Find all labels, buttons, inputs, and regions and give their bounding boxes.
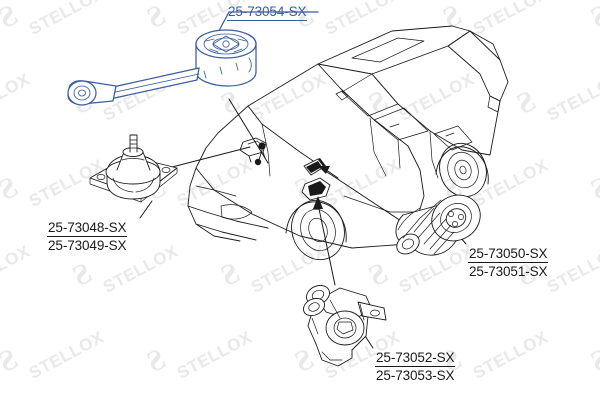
callout-label-25-73050: 25-73050-SX (468, 246, 549, 263)
leader-lines (139, 11, 467, 349)
callout-label-25-73049: 25-73049-SX (47, 238, 127, 254)
part-number-text: 25-73048-SX (47, 220, 128, 237)
part-25-73050 (395, 194, 481, 256)
part-number-text: 25-73051-SX (469, 264, 548, 279)
part-number-text: 25-73053-SX (376, 368, 455, 383)
callout-label-25-73054: 25-73054-SX (227, 4, 308, 21)
part-number-text: 25-73052-SX (375, 350, 456, 367)
part-number-text: 25-73049-SX (48, 238, 127, 253)
part-25-73052 (303, 284, 387, 367)
part-25-73048 (89, 134, 178, 203)
callout-label-25-73053: 25-73053-SX (375, 368, 455, 384)
callout-label-25-73052: 25-73052-SX (375, 350, 456, 367)
highlighted-part-25-73054 (67, 29, 257, 106)
vehicle-illustration (187, 25, 509, 261)
callout-label-25-73051: 25-73051-SX (468, 264, 548, 280)
engine-bay-mount-markers (239, 137, 331, 201)
part-number-text: 25-73050-SX (468, 246, 549, 263)
callout-label-25-73048: 25-73048-SX (47, 220, 128, 237)
part-number-text: 25-73054-SX (227, 4, 308, 21)
